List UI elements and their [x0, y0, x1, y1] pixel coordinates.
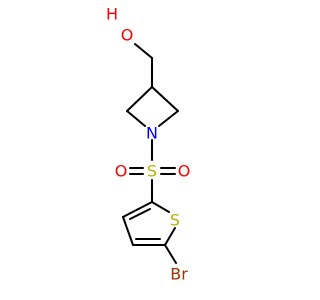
bond-c5-br: [164, 244, 177, 264]
bond-c4-c3: [126, 86, 153, 112]
hydroxyl-oxygen-label: O: [121, 26, 134, 45]
bond-c4-c3: [122, 216, 134, 246]
bond-c2-s1: [151, 201, 170, 213]
bond-ch2-oh: [134, 43, 153, 59]
bromine-label: Br: [170, 265, 188, 284]
sulfonyl-oxygen-right-label: O: [178, 162, 191, 181]
sulfonyl-oxygen-left-label: O: [115, 162, 128, 181]
bonds: [122, 43, 179, 264]
bond-c3-c2: [151, 86, 179, 112]
molecule-drawing: H O N S O O S Br: [106, 5, 190, 284]
hydroxyl-hydrogen-label: H: [106, 5, 118, 24]
bond-s1-c5: [164, 227, 176, 246]
bond-c3-c2-inner: [129, 208, 151, 220]
bond-c3-c2: [122, 201, 153, 218]
azetidine-nitrogen-label: N: [146, 124, 158, 143]
atom-labels: H O N S O O S Br: [106, 5, 190, 284]
sulfonyl-sulfur-label: S: [147, 162, 157, 181]
bond-c2-n: [158, 110, 179, 127]
thiophene-sulfur-label: S: [170, 211, 180, 230]
structure-diagram: H O N S O O S Br: [106, 5, 190, 284]
bond-n-c4: [126, 110, 146, 127]
